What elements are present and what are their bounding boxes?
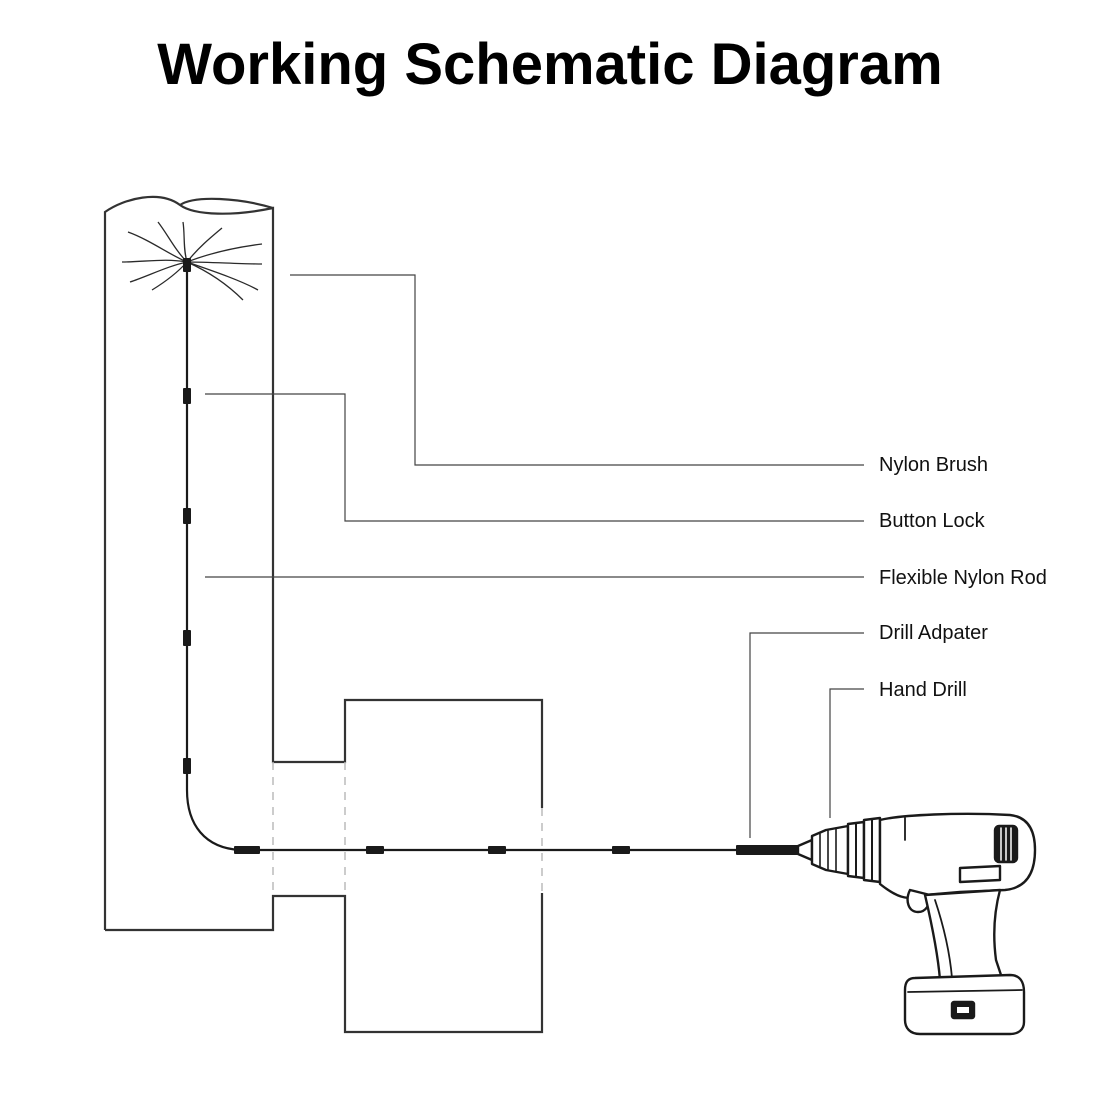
drill-adapter: [736, 845, 798, 855]
button-lock: [183, 258, 191, 272]
nylon-brush: [121, 221, 263, 301]
leader-button-lock: [205, 393, 864, 522]
label-flexible-nylon-rod: Flexible Nylon Rod: [879, 567, 1047, 589]
vertical-pipe: [103, 195, 544, 1034]
label-hand-drill: Hand Drill: [879, 679, 967, 701]
leader-lines: [205, 274, 864, 838]
button-lock: [183, 630, 191, 646]
label-button-lock: Button Lock: [879, 510, 985, 532]
leader-hand-drill: [829, 688, 864, 818]
button-lock: [183, 508, 191, 524]
label-nylon-brush: Nylon Brush: [879, 454, 988, 476]
label-drill-adapter: Drill Adpater: [879, 622, 988, 644]
diagram-title: Working Schematic Diagram: [157, 32, 943, 97]
button-lock: [183, 758, 191, 774]
wall-guide-lines: [272, 762, 543, 896]
button-lock: [183, 388, 191, 404]
leader-nylon-brush: [290, 274, 864, 466]
hand-drill-illustration: [796, 812, 1037, 1036]
button-lock: [234, 846, 260, 854]
leader-drill-adapter: [749, 632, 864, 838]
button-lock: [488, 846, 506, 854]
button-lock: [612, 846, 630, 854]
button-lock: [366, 846, 384, 854]
button-locks: [183, 258, 798, 855]
